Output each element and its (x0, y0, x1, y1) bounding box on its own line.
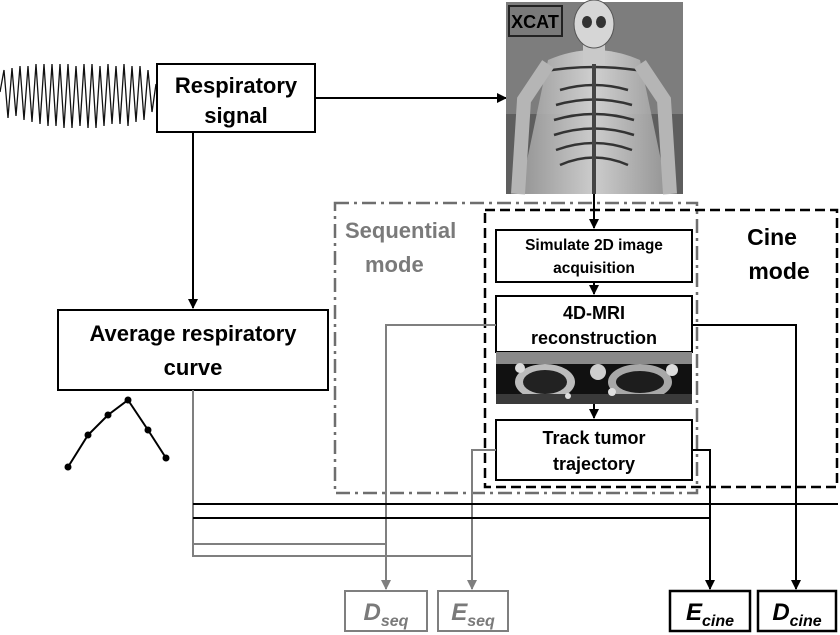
average-curve-line1: Average respiratory (89, 321, 297, 346)
e-seq-main: E (451, 599, 468, 626)
respiratory-signal-line1: Respiratory (175, 73, 298, 98)
e-cine-main: E (686, 599, 703, 626)
average-curve-box: Average respiratory curve (57, 309, 329, 391)
simulate-acquisition-box: Simulate 2D image acquisition (495, 229, 693, 283)
cine-connectors (193, 324, 838, 590)
track-trajectory-box: Track tumor trajectory (495, 419, 693, 481)
svg-text:Ecine: Ecine (686, 599, 734, 630)
respiratory-signal-box: Respiratory signal (156, 63, 316, 133)
xcat-label: XCAT (511, 12, 559, 32)
simulate-line1: Simulate 2D image (525, 237, 663, 254)
average-curve-line2: curve (164, 355, 223, 380)
d-cine-sub: cine (790, 613, 822, 630)
e-cine-sub: cine (702, 613, 734, 630)
reconstruction-line2: reconstruction (531, 328, 657, 348)
respiratory-signal-line2: signal (204, 103, 268, 128)
track-line2: trajectory (553, 454, 635, 474)
mri-slice-image (496, 352, 692, 404)
cine-mode-region (483, 208, 839, 489)
xcat-phantom-image: XCAT (506, 0, 683, 195)
average-curve-sketch (64, 396, 170, 471)
sequential-mode-line2: mode (365, 252, 424, 277)
svg-text:Dseq: Dseq (364, 599, 409, 630)
d-seq-sub: seq (381, 613, 409, 630)
svg-text:Eseq: Eseq (451, 599, 495, 630)
e-seq-sub: seq (467, 613, 495, 630)
reconstruction-box: 4D-MRI reconstruction (495, 295, 693, 353)
output-d-seq: Dseq (344, 590, 428, 632)
sequential-connectors (192, 324, 496, 590)
output-d-cine: Dcine (756, 589, 838, 633)
respiratory-waveform (0, 63, 157, 129)
d-seq-main: D (364, 599, 381, 626)
reconstruction-line1: 4D-MRI (563, 303, 625, 323)
sequential-mode-region (333, 201, 699, 495)
svg-text:Dcine: Dcine (772, 599, 821, 630)
simulate-line2: acquisition (553, 260, 635, 277)
output-e-seq: Eseq (437, 590, 509, 632)
track-line1: Track tumor (542, 428, 645, 448)
sequential-mode-line1: Sequential (345, 218, 456, 243)
cine-mode-line2: mode (748, 258, 809, 284)
output-e-cine: Ecine (668, 589, 752, 633)
d-cine-main: D (772, 599, 789, 626)
cine-mode-line1: Cine (747, 224, 797, 250)
